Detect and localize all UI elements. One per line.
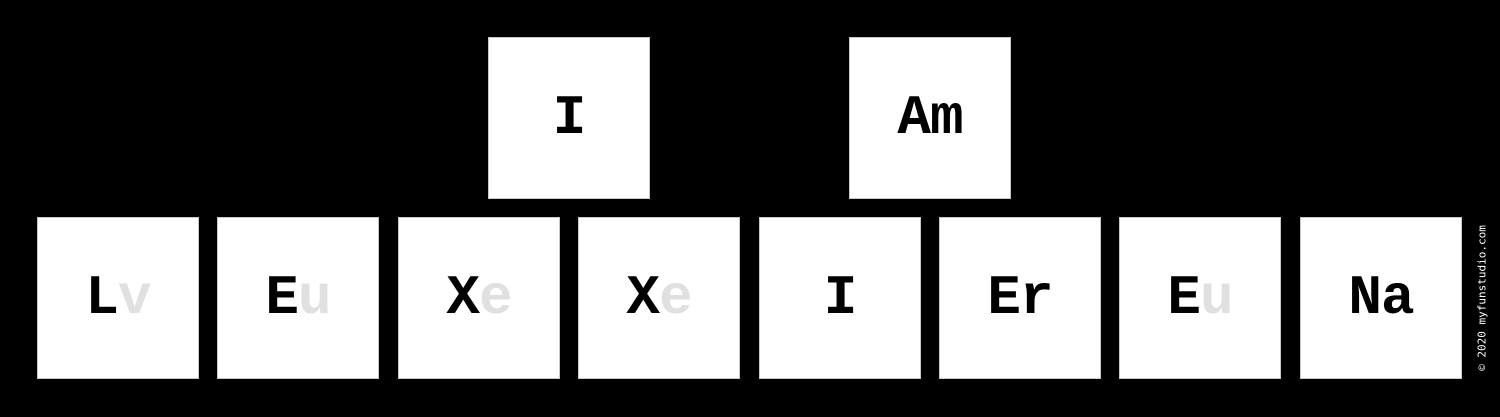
tile-bottom-7: Eu (1119, 217, 1281, 379)
symbol-ghost: u (1200, 266, 1234, 330)
symbol-main: X (446, 266, 480, 330)
symbol-main: Na (1348, 266, 1414, 330)
element-symbol: Eu (1167, 270, 1233, 326)
symbol-ghost: e (659, 266, 693, 330)
symbol-main: I (552, 86, 587, 150)
tile-bottom-3: Xe (398, 217, 560, 379)
symbol-ghost: u (298, 266, 332, 330)
element-symbol: Er (987, 270, 1053, 326)
symbol-main: I (823, 266, 858, 330)
tile-bottom-5: I (759, 217, 921, 379)
symbol-main: E (265, 266, 299, 330)
tile-bottom-1: Lv (37, 217, 199, 379)
element-symbol: Lv (85, 270, 151, 326)
element-symbol: I (553, 90, 587, 146)
symbol-main: Am (897, 86, 963, 150)
symbol-main: X (626, 266, 660, 330)
element-symbol: Na (1348, 270, 1414, 326)
tile-bottom-2: Eu (217, 217, 379, 379)
symbol-main: Er (987, 266, 1053, 330)
element-symbol: I (824, 270, 858, 326)
symbol-main: E (1167, 266, 1201, 330)
element-symbol: Xe (626, 270, 692, 326)
tile-bottom-6: Er (939, 217, 1101, 379)
element-symbol: Am (897, 90, 963, 146)
tile-top-2: Am (849, 37, 1011, 199)
tile-top-1: I (488, 37, 650, 199)
element-symbol: Eu (265, 270, 331, 326)
tile-bottom-4: Xe (578, 217, 740, 379)
symbol-main: L (85, 266, 119, 330)
symbol-ghost: v (118, 266, 152, 330)
copyright-credit: © 2020 myfunstudio.com (1475, 225, 1489, 371)
symbol-ghost: e (479, 266, 513, 330)
element-symbol: Xe (446, 270, 512, 326)
tile-bottom-8: Na (1300, 217, 1462, 379)
